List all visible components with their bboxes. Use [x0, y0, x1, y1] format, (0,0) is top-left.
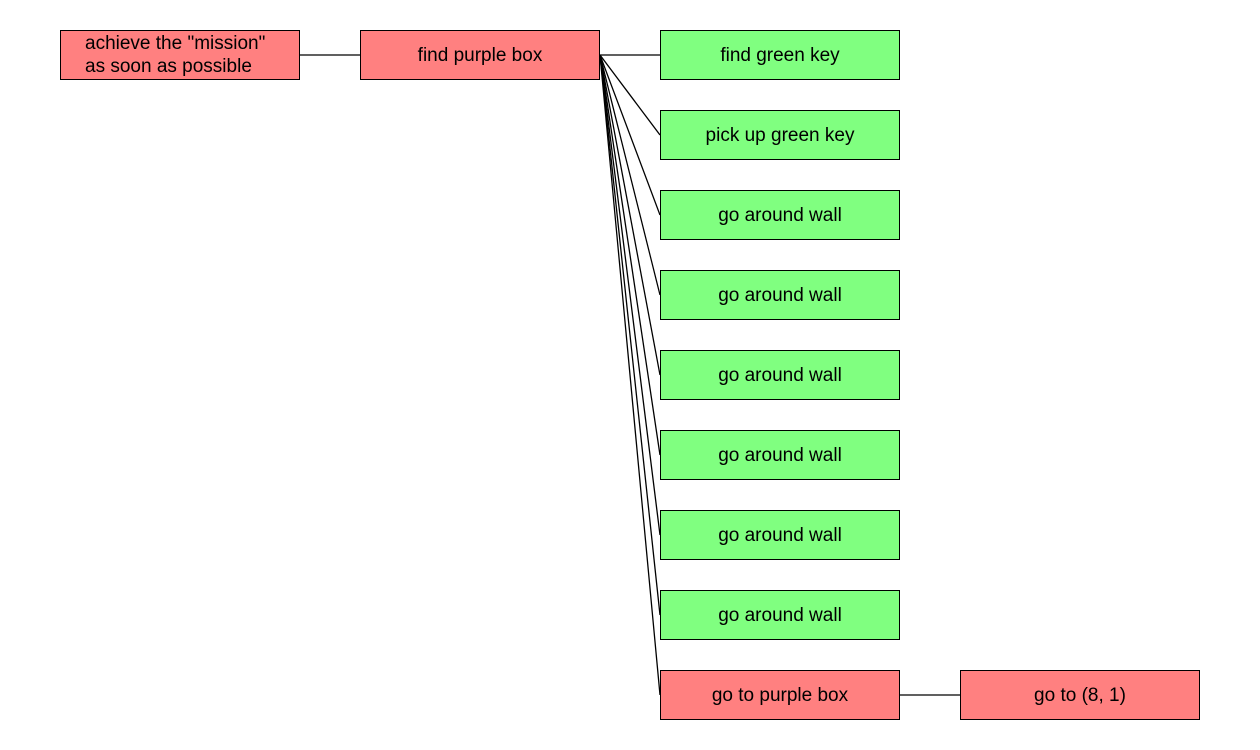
edge-find_purple_box-to-go_around_wall_4	[599, 54, 661, 456]
node-label: find purple box	[417, 44, 543, 66]
node-go-to-8-1: go to (8, 1)	[960, 670, 1200, 720]
edge-find_purple_box-to-go_around_wall_2	[599, 54, 661, 296]
edge-find_purple_box-to-go_around_wall_3	[599, 54, 661, 376]
edge-find_purple_box-to-go_around_wall_6	[599, 54, 661, 616]
node-go-around-wall: go around wall	[660, 270, 900, 320]
node-go-to-purple-box: go to purple box	[660, 670, 900, 720]
node-label: go around wall	[718, 284, 842, 306]
edge-find_purple_box-to-go_to_purple_box	[599, 54, 661, 696]
node-label: go around wall	[718, 604, 842, 626]
node-label: go around wall	[718, 524, 842, 546]
node-label: go to purple box	[711, 684, 849, 706]
edge-find_purple_box-to-go_around_wall_5	[599, 54, 661, 536]
node-find-purple-box: find purple box	[360, 30, 600, 80]
node-go-around-wall: go around wall	[660, 190, 900, 240]
edge-find_purple_box-to-pick_up_green_key	[599, 54, 661, 136]
node-label: go to (8, 1)	[1034, 684, 1126, 706]
node-root-mission: achieve the "mission" as soon as possibl…	[60, 30, 300, 80]
node-label: go around wall	[718, 204, 842, 226]
edge-find_purple_box-to-go_around_wall_1	[599, 54, 661, 216]
node-label: pick up green key	[705, 124, 855, 146]
node-go-around-wall: go around wall	[660, 590, 900, 640]
node-pick-up-green-key: pick up green key	[660, 110, 900, 160]
node-label: go around wall	[718, 444, 842, 466]
node-label: go around wall	[718, 364, 842, 386]
node-label: achieve the "mission" as soon as possibl…	[85, 33, 266, 77]
node-go-around-wall: go around wall	[660, 430, 900, 480]
node-go-around-wall: go around wall	[660, 350, 900, 400]
node-find-green-key: find green key	[660, 30, 900, 80]
node-label: find green key	[720, 44, 840, 66]
node-go-around-wall: go around wall	[660, 510, 900, 560]
